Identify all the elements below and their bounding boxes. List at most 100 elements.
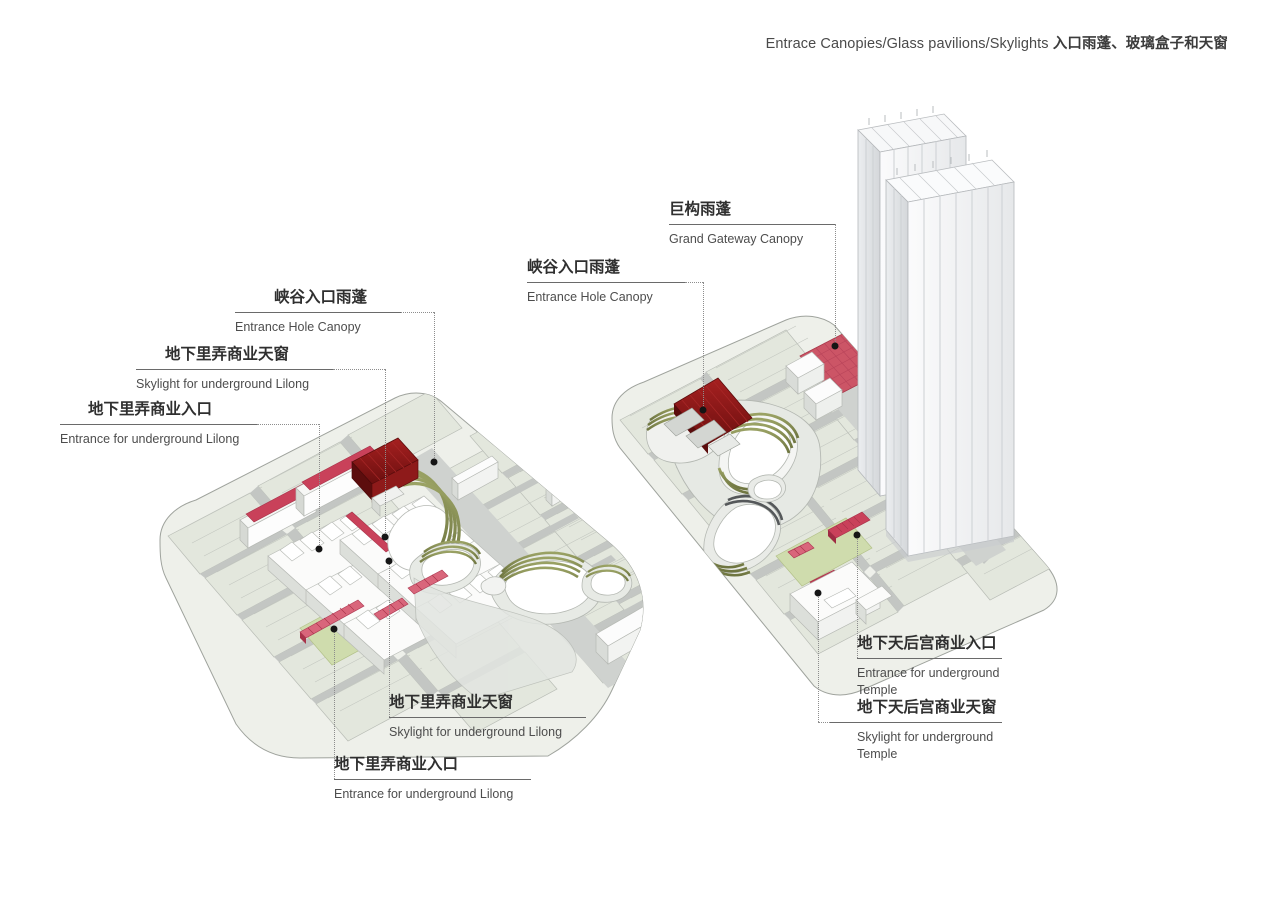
right-site-block — [611, 315, 1058, 696]
left-urban-fabric — [167, 393, 643, 742]
callout-entrance-hole-canopy-center-rule — [527, 282, 685, 283]
right-lot-lines — [629, 325, 1058, 629]
callout-grand-gateway-canopy-cn: 巨构雨蓬 — [669, 200, 731, 221]
green-rib-band-left — [390, 467, 461, 580]
callout-underline — [389, 717, 586, 718]
anchor-dot-skylight-underground-lilong-left — [381, 533, 389, 541]
left-street-grid — [200, 428, 643, 704]
callout-entrance-hole-canopy-center-en: Entrance Hole Canopy — [527, 286, 653, 306]
callout-entrance-hole-canopy-left-rule — [235, 312, 401, 313]
callout-skylight-underground-temple-en: Skylight for underground Temple — [857, 726, 993, 762]
callout-skylight-underground-lilong-bottom-rule — [389, 717, 586, 718]
callout-grand-gateway-canopy-en: Grand Gateway Canopy — [669, 228, 803, 248]
callout-label-en: Entrance for underground Temple — [857, 666, 1000, 697]
callout-label-cn: 地下里弄商业天窗 — [389, 693, 514, 711]
callout-label-cn: 地下里弄商业天窗 — [165, 345, 290, 363]
callout-label-cn: 地下天后宫商业天窗 — [857, 698, 997, 716]
grand-gateway-red-roof — [785, 323, 899, 421]
callout-skylight-underground-lilong-bottom-en: Skylight for underground Lilong — [389, 721, 562, 741]
left-slab-buildings — [451, 455, 643, 701]
callout-skylight-underground-temple-cn: 地下天后宫商业天窗 — [857, 698, 997, 719]
callout-underline — [830, 722, 1002, 723]
anchor-dot-entrance-underground-lilong-left — [315, 545, 323, 553]
left-main-avenue — [404, 393, 643, 688]
callout-skylight-underground-lilong-bottom-cn: 地下里弄商业天窗 — [389, 693, 513, 714]
callout-skylight-underground-lilong-left-rule — [136, 369, 333, 370]
callout-entrance-underground-temple-cn: 地下天后宫商业入口 — [857, 634, 997, 655]
leader-line-entrance-underground-lilong-bottom-0 — [334, 629, 335, 779]
right-main-avenue — [816, 368, 1006, 566]
callout-label-cn: 巨构雨蓬 — [669, 200, 732, 218]
gabled-house-rows — [267, 495, 541, 675]
callout-label-cn: 峡谷入口雨蓬 — [274, 288, 368, 306]
leader-line-entrance-underground-lilong-left-1 — [319, 424, 320, 549]
callout-label-en: Entrance for underground Lilong — [334, 787, 514, 801]
callout-label-en: Entrance Hole Canopy — [235, 320, 361, 334]
anchor-dot-entrance-underground-temple — [853, 531, 861, 539]
page-title-cn: 入口雨蓬、玻璃盒子和天窗 — [1052, 36, 1228, 52]
twin-towers — [857, 106, 1015, 562]
callout-label-cn: 峡谷入口雨蓬 — [527, 258, 621, 276]
entrance-hole-canopy-center-form — [663, 377, 753, 457]
callout-label-cn: 地下里弄商业入口 — [334, 755, 459, 773]
callout-underline — [334, 779, 531, 780]
callout-entrance-underground-lilong-bottom-cn: 地下里弄商业入口 — [334, 755, 458, 776]
callout-skylight-underground-lilong-left-en: Skylight for underground Lilong — [136, 373, 309, 393]
anchor-dot-grand-gateway-canopy — [831, 342, 839, 350]
leader-line-entrance-underground-lilong-left-0 — [257, 424, 319, 425]
temple-precinct — [775, 511, 893, 641]
entrance-hole-canopy-left-form — [351, 437, 461, 580]
callout-skylight-underground-temple-rule — [830, 722, 1002, 723]
leader-line-entrance-hole-canopy-left-1 — [434, 312, 435, 462]
anchor-dot-entrance-underground-lilong-bottom — [330, 625, 338, 633]
leader-line-entrance-hole-canopy-center-1 — [703, 282, 704, 410]
anchor-dot-skylight-underground-temple — [814, 589, 822, 597]
leader-line-entrance-hole-canopy-left-0 — [401, 312, 434, 313]
page-title: Entrace Canopies/Glass pavilions/Skyligh… — [766, 32, 1228, 53]
callout-label-cn: 地下里弄商业入口 — [88, 400, 213, 418]
tower-front — [885, 150, 1015, 562]
tower-back — [857, 106, 967, 498]
callout-entrance-hole-canopy-left-en: Entrance Hole Canopy — [235, 316, 361, 336]
leader-line-skylight-underground-lilong-left-0 — [333, 369, 385, 370]
callout-underline — [857, 658, 1002, 659]
leader-line-skylight-underground-temple-0 — [818, 722, 830, 723]
callout-entrance-underground-lilong-bottom-en: Entrance for underground Lilong — [334, 783, 513, 803]
left-lot-lines — [179, 393, 643, 712]
callout-label-en: Entrance Hole Canopy — [527, 290, 653, 304]
leader-line-skylight-underground-lilong-left-1 — [385, 369, 386, 537]
callout-entrance-underground-temple-rule — [857, 658, 1002, 659]
leader-line-entrance-underground-temple-0 — [857, 535, 858, 658]
left-skylight-strips — [299, 569, 449, 644]
callout-entrance-underground-temple-en: Entrance for underground Temple — [857, 662, 999, 698]
callout-entrance-underground-lilong-left-en: Entrance for underground Lilong — [60, 428, 239, 448]
callout-label-cn: 地下天后宫商业入口 — [857, 634, 997, 652]
callout-underline — [136, 369, 333, 370]
callout-entrance-underground-lilong-left-cn: 地下里弄商业入口 — [88, 400, 212, 421]
leader-line-grand-gateway-canopy-1 — [835, 224, 836, 346]
callout-label-en: Skylight for underground Lilong — [136, 377, 310, 391]
left-courtyards — [299, 557, 481, 666]
page-title-en: Entrace Canopies/Glass pavilions/Skyligh… — [765, 36, 1049, 52]
right-urban-fabric — [619, 329, 1058, 655]
callout-label-en: Skylight for underground Temple — [857, 730, 994, 761]
left-central-canopy-rings — [409, 540, 633, 701]
callout-skylight-underground-lilong-left-cn: 地下里弄商业天窗 — [165, 345, 289, 366]
callout-entrance-underground-lilong-bottom-rule — [334, 779, 531, 780]
right-street-grid — [648, 364, 1042, 620]
callout-underline — [235, 312, 401, 313]
callout-underline — [669, 224, 835, 225]
callout-entrance-underground-lilong-left-rule — [60, 424, 257, 425]
anchor-dot-entrance-hole-canopy-left — [430, 458, 438, 466]
callout-entrance-hole-canopy-center-cn: 峡谷入口雨蓬 — [527, 258, 620, 279]
leader-line-entrance-hole-canopy-center-0 — [685, 282, 703, 283]
callout-entrance-hole-canopy-left-cn: 峡谷入口雨蓬 — [274, 288, 367, 309]
anchor-dot-skylight-underground-lilong-bottom — [385, 557, 393, 565]
callout-label-en: Grand Gateway Canopy — [669, 232, 804, 246]
callout-label-en: Skylight for underground Lilong — [389, 725, 563, 739]
leader-line-skylight-underground-temple-1 — [818, 593, 819, 722]
callout-label-en: Entrance for underground Lilong — [60, 432, 240, 446]
leader-line-skylight-underground-lilong-bottom-0 — [389, 561, 390, 717]
